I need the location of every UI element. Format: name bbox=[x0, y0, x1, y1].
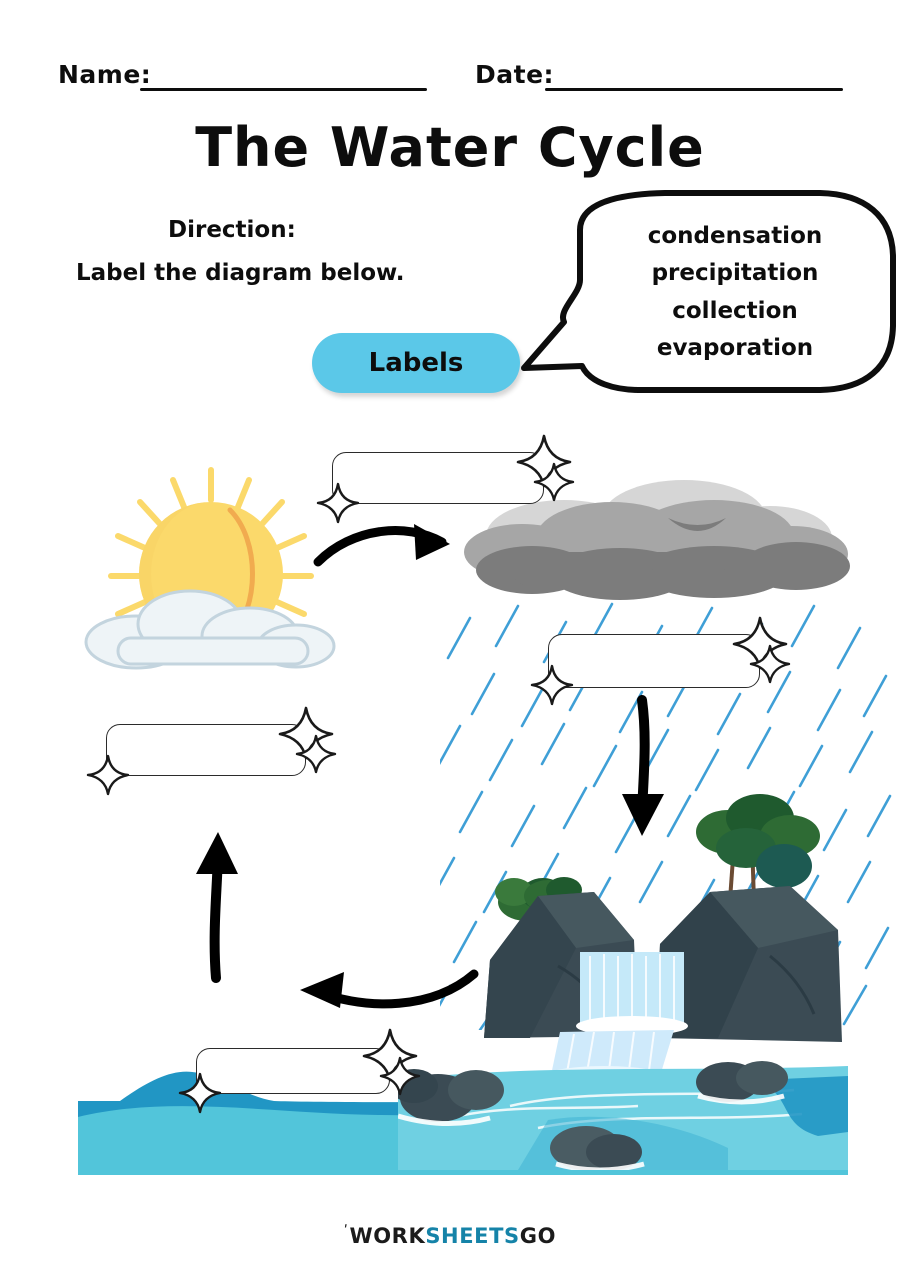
sparkle-icon bbox=[533, 462, 575, 502]
sun-cloud-icon bbox=[84, 589, 336, 670]
sparkle-icon bbox=[86, 754, 130, 796]
answer-box-1-field[interactable] bbox=[332, 452, 544, 504]
name-input-line[interactable] bbox=[140, 88, 427, 91]
collection-arrow-left bbox=[282, 962, 482, 1026]
word-bank-words: condensation precipitation collection ev… bbox=[647, 223, 823, 361]
waterfall-scene bbox=[390, 780, 848, 1174]
page-title: The Water Cycle bbox=[195, 116, 705, 179]
evaporation-arrow-up bbox=[186, 826, 246, 990]
sun-illustration bbox=[78, 452, 348, 671]
sparkle-icon bbox=[178, 1072, 222, 1114]
sparkle-icon bbox=[316, 482, 360, 524]
rocks-foreground-right bbox=[696, 1061, 788, 1105]
date-input-line[interactable] bbox=[545, 88, 843, 91]
logo-part-sheets: SHEETS bbox=[425, 1224, 520, 1248]
curved-arrow-right-icon bbox=[313, 524, 450, 567]
logo-tick-icon: ʹ bbox=[343, 1224, 349, 1239]
footer-logo: ʹWORKSHEETSGO bbox=[0, 1224, 900, 1248]
rain-cloud-illustration bbox=[452, 478, 852, 607]
student-info-header: Name: Date: bbox=[0, 52, 900, 100]
sparkle-icon bbox=[749, 644, 791, 684]
answer-box-4[interactable] bbox=[178, 1028, 421, 1114]
logo-part-go: GO bbox=[519, 1224, 557, 1248]
bubble-outline-icon bbox=[521, 190, 896, 393]
answer-box-2-field[interactable] bbox=[548, 634, 760, 688]
arrow-down-icon bbox=[622, 695, 664, 836]
directions-heading: Direction: bbox=[168, 217, 296, 243]
answer-box-3[interactable] bbox=[86, 706, 337, 796]
precipitation-arrow-down bbox=[612, 694, 672, 848]
waterfall-icon bbox=[390, 794, 848, 1173]
curved-arrow-left-icon bbox=[300, 969, 479, 1009]
sparkle-icon bbox=[379, 1056, 421, 1096]
evaporation-arrow-right bbox=[310, 514, 470, 582]
labels-button[interactable]: Labels bbox=[312, 333, 520, 393]
tree-right-cluster bbox=[696, 794, 820, 907]
labels-button-label: Labels bbox=[368, 348, 464, 378]
rain-cloud-icon bbox=[464, 480, 850, 600]
logo-part-work: WORK bbox=[349, 1224, 426, 1248]
sparkle-icon bbox=[295, 734, 337, 774]
answer-box-3-field[interactable] bbox=[106, 724, 306, 776]
arrow-up-icon bbox=[196, 832, 238, 983]
directions-text: Label the diagram below. bbox=[76, 260, 405, 286]
answer-box-4-field[interactable] bbox=[196, 1048, 390, 1094]
answer-box-1[interactable] bbox=[316, 434, 575, 524]
date-label: Date: bbox=[475, 60, 555, 89]
answer-box-2[interactable] bbox=[530, 616, 791, 706]
word-bank-bubble: condensation precipitation collection ev… bbox=[520, 190, 900, 405]
name-label: Name: bbox=[58, 60, 152, 89]
sparkle-icon bbox=[530, 664, 574, 706]
